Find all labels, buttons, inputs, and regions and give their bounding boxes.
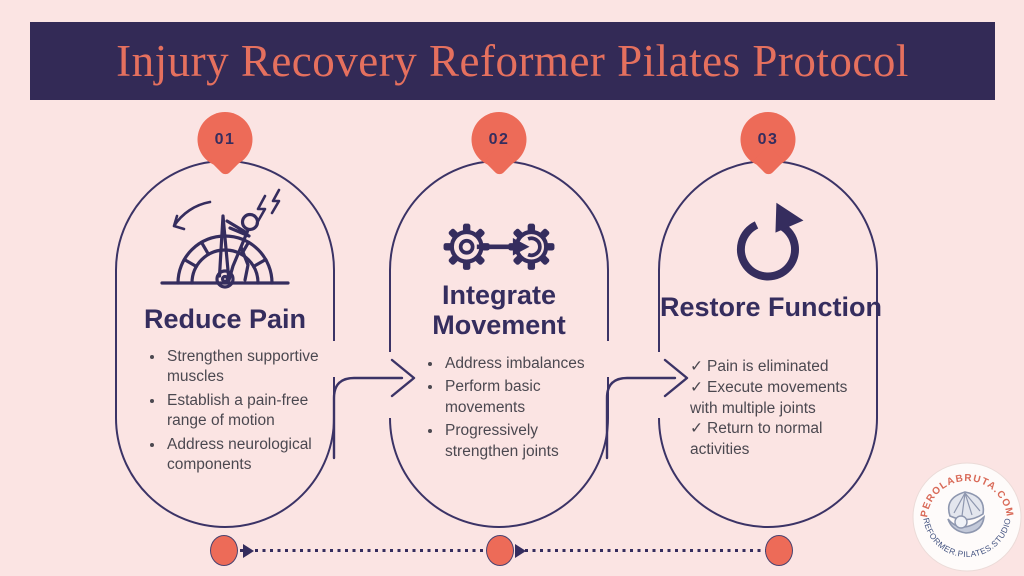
- check-item: ✓Execute movements with multiple joints: [690, 378, 878, 420]
- bullet-item: Strengthen supportive muscles: [165, 347, 335, 388]
- check-icon: ✓: [690, 358, 703, 375]
- pain-gauge-icon: [150, 184, 300, 292]
- bullet-item: Perform basic movements: [443, 377, 595, 418]
- step-number-label: 03: [757, 130, 779, 148]
- timeline-dot-3: [765, 535, 793, 566]
- title-banner: Injury Recovery Reformer Pilates Protoco…: [30, 22, 995, 100]
- step-title: Reduce Pain: [143, 304, 307, 334]
- check-text: Return to normal activities: [690, 420, 823, 459]
- page-title: Injury Recovery Reformer Pilates Protoco…: [116, 36, 909, 86]
- connector-arrow-icon: [332, 358, 416, 460]
- step-number-pin-3: 03: [740, 112, 796, 167]
- check-text: Pain is eliminated: [707, 358, 829, 375]
- step-card-integrate-movement: 02: [389, 112, 609, 528]
- step-check-list: ✓Pain is eliminated ✓Execute movements w…: [690, 357, 878, 461]
- step-card-restore-function: 03 Restore Function ✓Pain is eliminated …: [658, 112, 883, 528]
- timeline-dot-1: [210, 535, 238, 566]
- check-icon: ✓: [690, 378, 703, 396]
- check-icon: ✓: [690, 420, 703, 438]
- check-item: ✓Pain is eliminated: [690, 357, 878, 378]
- check-text: Execute movements with multiple joints: [690, 378, 848, 417]
- card-border-gap: [653, 352, 662, 418]
- step-number-label: 02: [488, 130, 510, 148]
- step-number-pin-1: 01: [197, 112, 253, 167]
- step-number-pin-2: 02: [471, 112, 527, 167]
- card-border-gap: [384, 352, 393, 418]
- step-card-reduce-pain: 01 Reduce Pain Strengthen supportive mus…: [115, 112, 335, 528]
- step-title: Restore Function: [660, 292, 883, 322]
- gears-progress-icon: [438, 207, 560, 281]
- restore-cycle-icon: [726, 196, 810, 288]
- card-border-gap: [330, 341, 339, 377]
- bullet-item: Address imbalances: [443, 354, 595, 374]
- bullet-item: Establish a pain-free range of motion: [165, 391, 335, 432]
- timeline-dot-2: [486, 535, 514, 566]
- step-bullet-list: Address imbalances Perform basic movemen…: [443, 354, 595, 465]
- studio-logo-badge: PEROLABRUTA.COM REFORMER.PILATES.STUDIO: [912, 462, 1022, 572]
- timeline-arrowhead-icon: [515, 544, 526, 558]
- timeline-arrowhead-icon: [243, 544, 254, 558]
- step-bullet-list: Strengthen supportive muscles Establish …: [165, 347, 335, 479]
- oyster-shell-icon: [947, 491, 986, 534]
- card-border-gap: [603, 341, 612, 377]
- connector-arrow-icon: [605, 358, 689, 460]
- bullet-item: Progressively strengthen joints: [443, 421, 595, 462]
- step-number-label: 01: [214, 130, 236, 148]
- check-item: ✓Return to normal activities: [690, 419, 878, 461]
- step-title: Integrate Movement: [432, 280, 566, 341]
- bullet-item: Address neurological components: [165, 435, 335, 476]
